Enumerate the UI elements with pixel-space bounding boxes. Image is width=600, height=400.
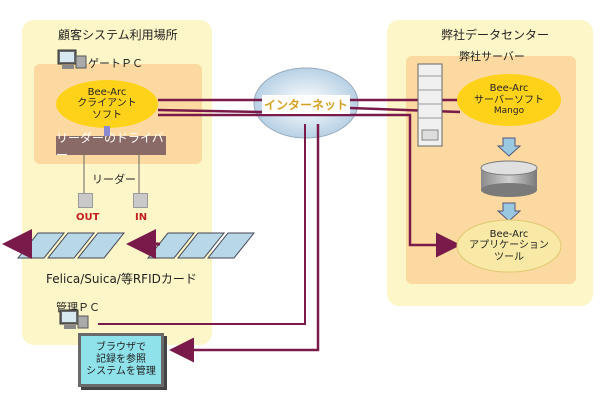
admin-pc-link-line xyxy=(98,124,306,325)
server-label: 弊社サーバー xyxy=(459,50,525,63)
datacenter-title: 弊社データセンター xyxy=(441,28,550,42)
card-label: Felica/Suica/等RFIDカード xyxy=(46,272,197,286)
gate-pc-icon xyxy=(57,49,87,69)
server-software-line-3: Mango xyxy=(493,106,525,117)
client-software-line-2: クライアント xyxy=(77,98,137,110)
reader-label: リーダー xyxy=(92,173,136,186)
card-stack-in xyxy=(146,232,256,259)
reader-out-device xyxy=(78,193,93,208)
app-tool-line-2: アプリケーション xyxy=(469,240,549,252)
in-label: IN xyxy=(135,212,148,223)
admin-pc-icon xyxy=(59,309,89,329)
down-arrow-2 xyxy=(496,202,522,222)
client-to-datacenter-line xyxy=(158,113,461,258)
app-tool-line-3: ツール xyxy=(494,251,524,263)
internet-label: インターネット xyxy=(262,95,350,114)
app-tool-oval xyxy=(456,219,562,273)
server-software-line-1: Bee-Arc xyxy=(489,83,529,95)
customer-site-title: 顧客システム利用場所 xyxy=(58,28,178,42)
gate-pc-label: ゲートＰＣ xyxy=(88,57,143,70)
browser-box-line-2: 記録を参照 xyxy=(96,354,146,365)
database-icon xyxy=(480,160,538,197)
server-software-oval xyxy=(457,74,561,126)
client-software-oval: Bee-Arc クライアント ソフト xyxy=(56,80,158,128)
out-label: OUT xyxy=(76,212,100,223)
browser-box-line-3: システムを管理 xyxy=(86,366,156,377)
reader-wires xyxy=(83,155,140,193)
driver-connector xyxy=(104,126,110,136)
app-tool-line-1: Bee-Arc xyxy=(489,228,529,240)
server-tower-icon xyxy=(417,63,443,147)
client-software-line-1: Bee-Arc xyxy=(87,86,127,98)
server-software-line-2: サーバーソフト xyxy=(474,94,544,106)
client-software-line-3: ソフト xyxy=(92,109,122,121)
browser-box-line-1: ブラウザで xyxy=(96,342,146,353)
down-arrow-1 xyxy=(496,137,522,157)
card-stack-out xyxy=(16,232,126,259)
admin-connection-line xyxy=(169,124,320,363)
server-software-text: Bee-Arc サーバーソフト Mango xyxy=(457,74,561,126)
reader-in-device xyxy=(133,193,148,208)
app-tool-text: Bee-Arc アプリケーション ツール xyxy=(457,220,561,272)
browser-box: ブラウザで 記録を参照 システムを管理 xyxy=(78,333,164,387)
